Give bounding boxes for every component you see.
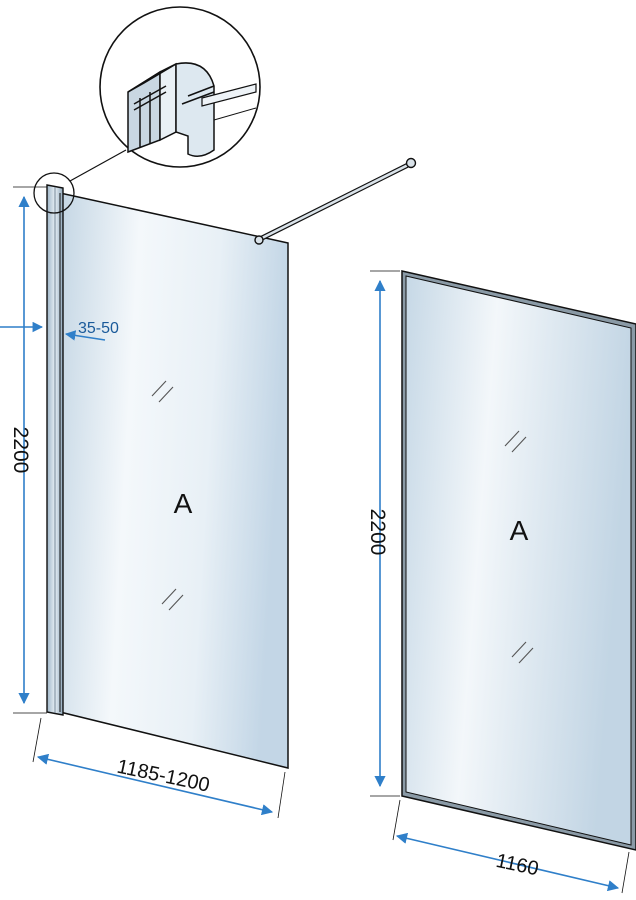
left-panel-label: A bbox=[174, 488, 193, 519]
left-height-dimension: 2200 bbox=[9, 186, 47, 714]
detail-marker bbox=[33, 172, 75, 214]
glass-hatch-icon bbox=[151, 380, 184, 611]
left-width-value: 1185-1200 bbox=[115, 756, 212, 797]
right-width-value: 1160 bbox=[494, 850, 541, 880]
profile-adjust-value: 35-50 bbox=[78, 320, 119, 337]
stabilizer-bar bbox=[254, 157, 417, 245]
left-glass bbox=[59, 192, 289, 769]
left-panel: A bbox=[33, 149, 417, 769]
right-glass bbox=[405, 275, 632, 846]
right-height-value: 2200 bbox=[366, 509, 389, 556]
profile-detail-icon bbox=[99, 6, 261, 168]
right-height-dimension: 2200 bbox=[366, 270, 400, 797]
profile-adjust-dimension: 35-50 bbox=[0, 320, 119, 341]
glass-hatch-icon bbox=[504, 430, 534, 664]
right-panel-label: A bbox=[510, 515, 529, 546]
right-panel: A bbox=[401, 270, 636, 851]
left-height-value: 2200 bbox=[9, 427, 32, 474]
